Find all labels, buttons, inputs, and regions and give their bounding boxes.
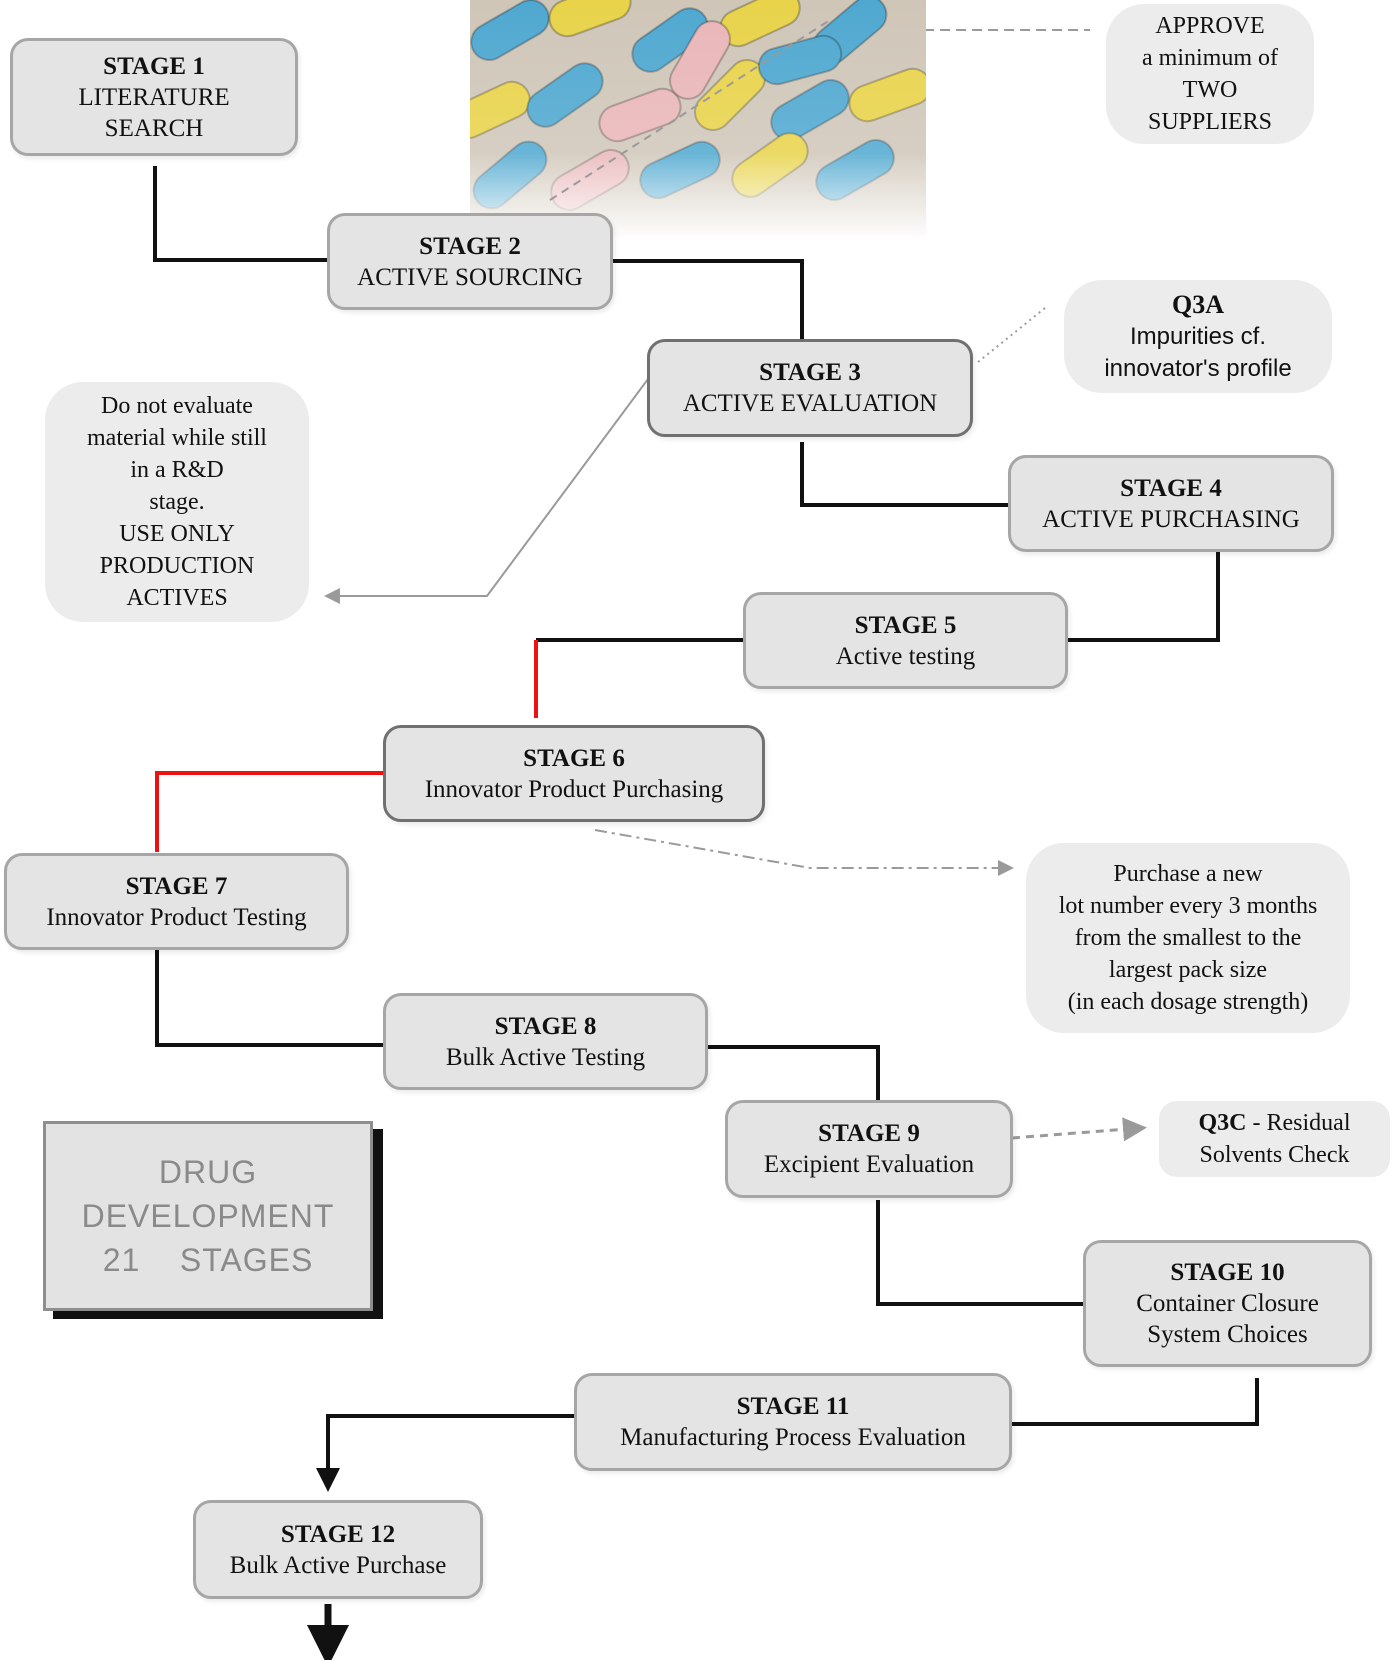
connector-1-2 (153, 166, 327, 262)
purchase-line5: (in each dosage strength) (1067, 989, 1309, 1015)
connector-9-10 (876, 1200, 1083, 1306)
pills-photo (470, 0, 926, 236)
stage-5-label: STAGE 5 (854, 611, 957, 639)
approve-suppliers-note: APPROVE a minimum of TWO SUPPLIERS (1106, 4, 1314, 144)
stage-1-box[interactable]: STAGE 1 LITERATURE SEARCH (10, 38, 298, 156)
q3a-note: Q3A Impurities cf. innovator's profile (1064, 280, 1332, 393)
q3c-note: Q3C - Residual Solvents Check (1159, 1101, 1390, 1177)
connector-6-7-red (155, 771, 384, 852)
stage-6-box[interactable]: STAGE 6 Innovator Product Purchasing (383, 725, 765, 822)
stage-6-desc: Innovator Product Purchasing (424, 775, 724, 803)
rnd-line7: ACTIVES (126, 585, 228, 611)
stage-4-label: STAGE 4 (1120, 474, 1222, 502)
stage-1-desc-line2: SEARCH (104, 114, 204, 142)
stage-5-box[interactable]: STAGE 5 Active testing (743, 592, 1068, 689)
stage-2-box[interactable]: STAGE 2 ACTIVE SOURCING (327, 213, 613, 310)
connector-2-3 (612, 259, 804, 339)
title-line1: DRUG (158, 1154, 258, 1190)
rnd-line2: material while still (87, 425, 267, 451)
purchase-line1: Purchase a new (1113, 861, 1263, 887)
stage-12-box[interactable]: STAGE 12 Bulk Active Purchase (193, 1500, 483, 1599)
diagram-title: DRUG DEVELOPMENT 21 STAGES (43, 1121, 373, 1311)
q3c-line2: Solvents Check (1199, 1142, 1350, 1168)
rnd-line5: USE ONLY (119, 521, 235, 547)
stage-7-label: STAGE 7 (125, 872, 228, 900)
title-line3: 21 STAGES (102, 1242, 314, 1278)
connector-4-5 (1066, 550, 1220, 642)
stage-10-box[interactable]: STAGE 10 Container Closure System Choice… (1083, 1240, 1372, 1367)
purchase-line3: from the smallest to the (1074, 925, 1302, 951)
approve-line4: SUPPLIERS (1147, 109, 1273, 135)
stage-10-desc-line2: System Choices (1147, 1321, 1308, 1348)
connector-3-4 (800, 442, 1010, 507)
stage-2-desc: ACTIVE SOURCING (357, 263, 583, 291)
approve-line3: TWO (1182, 77, 1238, 103)
stage-3-desc: ACTIVE EVALUATION (682, 390, 938, 417)
stage-5-desc: Active testing (835, 642, 976, 670)
connector-9-q3c (1011, 1117, 1147, 1142)
rnd-warning-note: Do not evaluate material while still in … (45, 382, 309, 622)
stage-11-label: STAGE 11 (736, 1393, 850, 1420)
purchase-line2: lot number every 3 months (1058, 893, 1318, 919)
rnd-line4: stage. (149, 489, 205, 515)
q3a-line2: innovator's profile (1104, 354, 1292, 382)
stage-9-label: STAGE 9 (818, 1120, 920, 1147)
stage-8-label: STAGE 8 (494, 1012, 597, 1040)
purchase-lot-note: Purchase a new lot number every 3 months… (1026, 843, 1350, 1033)
stage-1-desc-line1: LITERATURE (78, 83, 230, 111)
stage-8-box[interactable]: STAGE 8 Bulk Active Testing (383, 993, 708, 1090)
q3a-head: Q3A (1172, 289, 1224, 319)
connector-8-9 (707, 1045, 880, 1100)
stage-9-desc: Excipient Evaluation (763, 1151, 975, 1178)
connector-3-q3a (977, 307, 1046, 363)
stage-12-desc: Bulk Active Purchase (229, 1551, 447, 1579)
stage-4-box[interactable]: STAGE 4 ACTIVE PURCHASING (1008, 455, 1334, 552)
approve-line1: APPROVE (1155, 13, 1265, 39)
rnd-line1: Do not evaluate (101, 393, 253, 419)
stage-7-box[interactable]: STAGE 7 Innovator Product Testing (4, 853, 349, 950)
stage-6-label: STAGE 6 (523, 744, 625, 772)
stage-7-desc: Innovator Product Testing (46, 903, 307, 931)
stage-8-desc: Bulk Active Testing (445, 1043, 646, 1071)
stage-2-label: STAGE 2 (419, 232, 521, 260)
connector-10-11 (1010, 1378, 1259, 1426)
connector-7-8 (155, 950, 383, 1047)
purchase-line4: largest pack size (1108, 957, 1268, 983)
rnd-line3: in a R&D (130, 457, 224, 483)
stage-11-box[interactable]: STAGE 11 Manufacturing Process Evaluatio… (574, 1373, 1012, 1471)
approve-line2: a minimum of (1142, 45, 1278, 71)
q3a-line1: Impurities cf. (1129, 322, 1267, 350)
q3c-line1: Q3C - Residual (1199, 1107, 1351, 1139)
stage-10-label: STAGE 10 (1170, 1259, 1285, 1286)
stage-11-desc: Manufacturing Process Evaluation (620, 1424, 966, 1451)
stage-10-desc-line1: Container Closure (1136, 1290, 1319, 1317)
q3c-rest: - Residual (1246, 1110, 1351, 1136)
stage-9-box[interactable]: STAGE 9 Excipient Evaluation (725, 1100, 1013, 1198)
stage-3-box[interactable]: STAGE 3 ACTIVE EVALUATION (647, 339, 973, 437)
stage-12-label: STAGE 12 (280, 1520, 396, 1548)
title-line2: DEVELOPMENT (81, 1198, 335, 1234)
stage-3-label: STAGE 3 (759, 359, 861, 386)
connector-6-purchase-note (594, 829, 1014, 876)
connector-11-12 (316, 1414, 574, 1492)
connector-3-rnd-note (324, 374, 652, 604)
stage-4-desc: ACTIVE PURCHASING (1042, 505, 1300, 533)
stage-1-label: STAGE 1 (103, 52, 205, 80)
q3c-head: Q3C (1198, 1110, 1247, 1136)
rnd-line6: PRODUCTION (99, 553, 255, 579)
